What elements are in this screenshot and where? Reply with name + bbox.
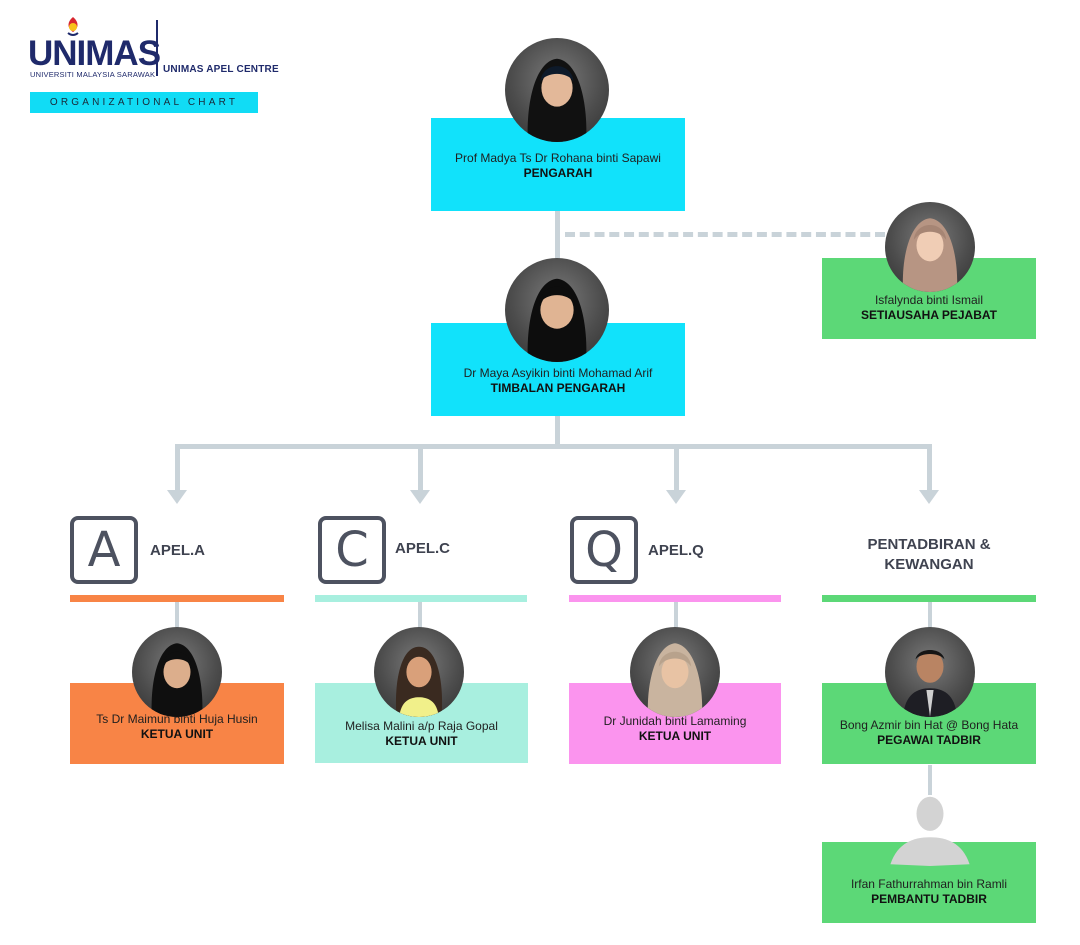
connector-unit-q [674,600,678,640]
admin-assistant-box: Irfan Fathurrahman bin Ramli PEMBANTU TA… [822,842,1036,923]
unit-c-icon: C [318,516,386,584]
secretary-name: Isfalynda binti Ismail [874,293,984,307]
unit-c-head-role: KETUA UNIT [385,734,458,748]
unit-a-icon: A [70,516,138,584]
admin-bar [822,595,1036,602]
unit-c-label: APEL.C [395,540,451,557]
unit-a-label: APEL.A [150,542,206,559]
unit-a-bar [70,595,284,602]
connector-horizontal [175,444,932,449]
admin-label: PENTADBIRAN & KEWANGAN [822,535,1036,575]
connector-drop-q [674,444,679,490]
arrow-down-icon [919,490,939,504]
logo-text: UNIMAS [28,34,161,73]
unit-q-head-name: Dr Junidah binti Lamaming [603,714,747,728]
admin-label-line1: PENTADBIRAN & [867,536,991,553]
connector-unit-a [175,600,179,640]
logo-subtitle: UNIVERSITI MALAYSIA SARAWAK [30,70,156,79]
unit-q-head-photo [630,627,720,717]
arrow-down-icon [167,490,187,504]
unit-c-bar [315,595,527,602]
unit-q-icon: Q [570,516,638,584]
admin-assistant-role: PEMBANTU TADBIR [871,892,987,906]
unit-a-head-role: KETUA UNIT [140,727,214,741]
connector-unit-admin [928,600,932,640]
director-photo [505,38,609,142]
director-name: Prof Madya Ts Dr Rohana binti Sapawi [455,151,661,165]
connector-secretary-dashed [565,232,885,237]
arrow-down-icon [666,490,686,504]
unit-c-head-photo [374,627,464,717]
connector-deputy-down [555,415,560,447]
deputy-role: TIMBALAN PENGARAH [490,381,626,395]
director-box: Prof Madya Ts Dr Rohana binti Sapawi PEN… [431,118,685,211]
secretary-role: SETIAUSAHA PEJABAT [860,308,997,322]
unit-a-head-name: Ts Dr Maimun binti Huja Husin [96,712,258,726]
connector-drop-a [175,444,180,490]
unit-q-bar [569,595,781,602]
unit-q-head-role: KETUA UNIT [638,729,712,743]
secretary-box: Isfalynda binti Ismail SETIAUSAHA PEJABA… [822,258,1036,339]
centre-name: UNIMAS APEL CENTRE [163,64,279,75]
admin-officer-role: PEGAWAI TADBIR [877,733,981,747]
unit-q-label: APEL.Q [648,542,704,559]
placeholder-person-icon [885,785,975,875]
connector-drop-admin [927,444,932,490]
logo-mark-icon [62,16,84,38]
deputy-photo [505,258,609,362]
logo-divider [156,20,158,76]
unit-a-head-photo [132,627,222,717]
connector-director-deputy [555,210,560,265]
admin-officer-photo [885,627,975,717]
connector-unit-c [418,600,422,640]
unit-c-head-name: Melisa Malini a/p Raja Gopal [345,719,498,733]
connector-officer-assistant [928,765,932,795]
deputy-name: Dr Maya Asyikin binti Mohamad Arif [463,366,653,380]
secretary-photo [885,202,975,292]
admin-label-line2: KEWANGAN [884,556,974,573]
director-role: PENGARAH [523,166,593,180]
chart-label: ORGANIZATIONAL CHART [30,92,258,113]
admin-officer-name: Bong Azmir bin Hat @ Bong Hata [839,718,1019,732]
arrow-down-icon [410,490,430,504]
connector-drop-c [418,444,423,490]
admin-assistant-name: Irfan Fathurrahman bin Ramli [850,877,1008,891]
